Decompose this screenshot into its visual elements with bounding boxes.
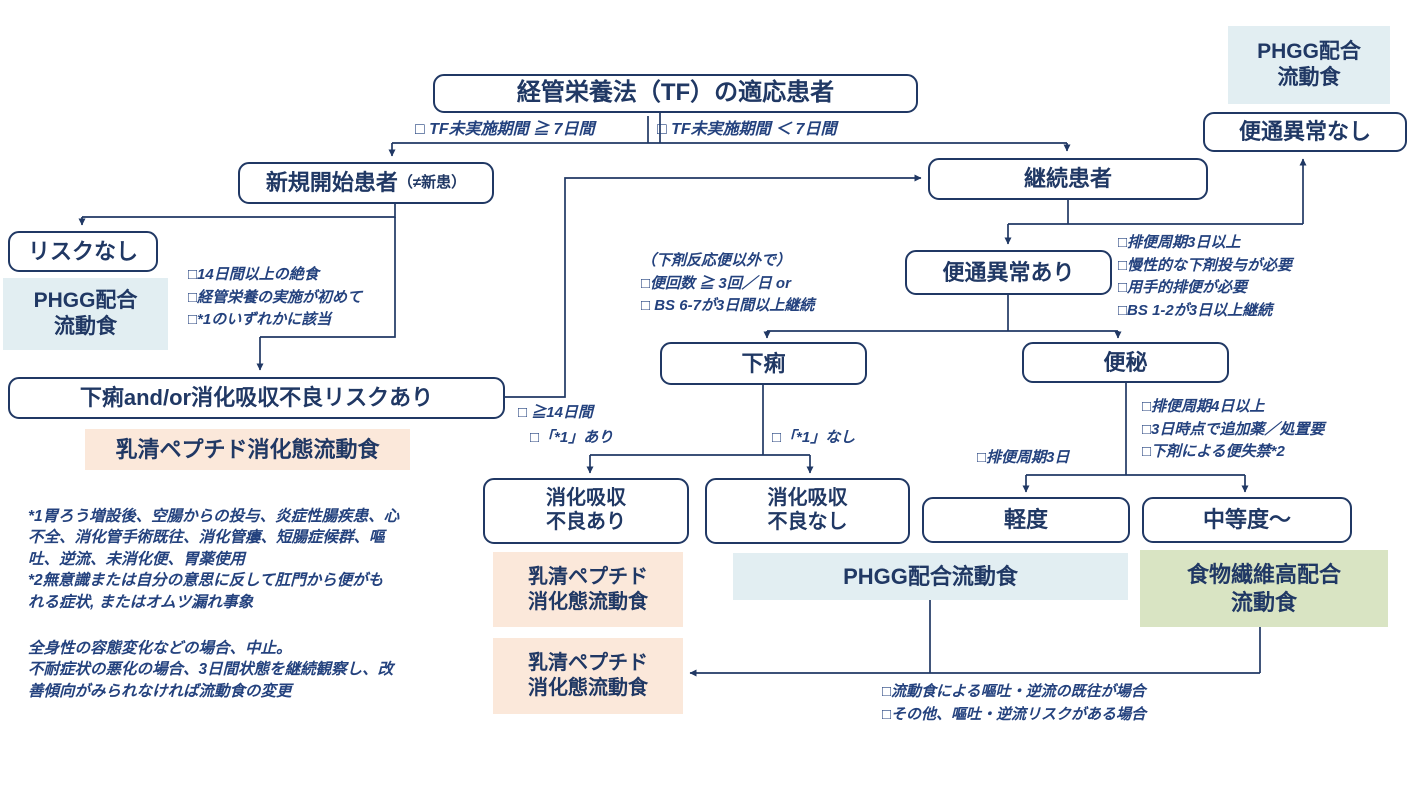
footnote-asterisk-definitions: *1胃ろう増設後、空腸からの投与、炎症性腸疾患、心 不全、消化管手術既往、消化管…	[28, 508, 400, 611]
product-whey-peptide-3: 乳清ペプチド 消化態流動食	[493, 638, 683, 714]
node-no-risk: リスクなし	[8, 231, 158, 272]
condition-line: □排便周期3日以上	[1118, 234, 1241, 251]
product-whey-peptide-2: 乳清ペプチド 消化態流動食	[493, 552, 683, 627]
node-diarrhea: 下痢	[660, 342, 867, 385]
condition-cycle-3days: □排便周期3日	[977, 449, 1070, 466]
condition-line: □用手的排便が必要	[1118, 279, 1248, 296]
condition-ge-14days: □ ≧14日間	[518, 404, 593, 421]
node-constipation: 便秘	[1022, 342, 1229, 383]
condition-line: □3日時点で追加薬／処置要	[1142, 420, 1325, 438]
condition-line: □排便周期4日以上	[1142, 398, 1265, 415]
condition-tf-ge-7days: □ TF未実施期間 ≧ 7日間	[415, 121, 595, 138]
node-diarrhea-malabsorption-risk: 下痢and/or消化吸収不良リスクあり	[8, 377, 505, 419]
condition-star1-no: □「*1」なし	[772, 429, 856, 446]
node-new-start-patient: 新規開始患者（≠新患）	[238, 162, 494, 204]
node-new-start-patient-label: 新規開始患者	[265, 170, 398, 196]
condition-line: □*1のいずれかに該当	[188, 311, 332, 328]
node-malabsorption-yes: 消化吸収 不良あり	[483, 478, 689, 544]
node-bowel-abnormality: 便通異常あり	[905, 250, 1112, 295]
product-high-fiber: 食物繊維高配合 流動食	[1140, 550, 1388, 627]
footnote-general-instruction: 全身性の容態変化などの場合、中止。 不耐症状の悪化の場合、3日間状態を継続観察し…	[28, 640, 394, 700]
product-whey-peptide-1: 乳清ペプチド消化態流動食	[85, 429, 410, 470]
condition-line: □ BS 6-7が3日間以上継続	[641, 297, 815, 314]
condition-line: □下剤による便失禁*2	[1142, 443, 1285, 460]
node-no-bowel-abnormality: 便通異常なし	[1203, 112, 1407, 152]
condition-line: □14日間以上の絶食	[188, 266, 319, 283]
condition-line: □BS 1-2が3日以上継続	[1118, 301, 1273, 319]
node-continuing-patient: 継続患者	[928, 158, 1208, 200]
node-tf-applicable-patients: 経管栄養法（TF）の適応患者	[433, 74, 918, 113]
condition-line: □経管栄養の実施が初めて	[188, 288, 363, 306]
node-moderate: 中等度～	[1142, 497, 1352, 543]
product-phgg-bar: PHGG配合流動食	[733, 553, 1128, 600]
node-mild: 軽度	[922, 497, 1130, 543]
condition-line: □流動食による嘔吐・逆流の既往が場合	[882, 683, 1146, 700]
condition-star1-yes: □「*1」あり	[530, 429, 614, 446]
product-phgg-left: PHGG配合 流動食	[3, 278, 168, 350]
condition-diarrhea-criteria: （下剤反応便以外で） □便回数 ≧ 3回／日 or □ BS 6-7が3日間以上…	[641, 250, 814, 318]
condition-line: （下剤反応便以外で）	[641, 252, 792, 269]
condition-abnormality-criteria: □排便周期3日以上 □慢性的な下剤投与が必要 □用手的排便が必要 □BS 1-2…	[1118, 232, 1292, 322]
condition-line: □慢性的な下剤投与が必要	[1118, 256, 1293, 274]
product-phgg-top: PHGG配合 流動食	[1228, 26, 1390, 104]
condition-constipation-criteria: □排便周期4日以上 □3日時点で追加薬／処置要 □下剤による便失禁*2	[1142, 396, 1324, 464]
condition-line: □その他、嘔吐・逆流リスクがある場合	[882, 705, 1147, 723]
node-new-start-patient-suffix: （≠新患）	[397, 174, 467, 192]
node-malabsorption-no: 消化吸収 不良なし	[705, 478, 910, 544]
condition-line: □便回数 ≧ 3回／日 or	[641, 274, 791, 292]
condition-new-start-risk-criteria: □14日間以上の絶食 □経管栄養の実施が初めて □*1のいずれかに該当	[188, 264, 362, 332]
condition-tf-lt-7days: □ TF未実施期間 ＜ 7日間	[657, 121, 837, 138]
condition-vomit-reflux-criteria: □流動食による嘔吐・逆流の既往が場合 □その他、嘔吐・逆流リスクがある場合	[882, 681, 1146, 726]
